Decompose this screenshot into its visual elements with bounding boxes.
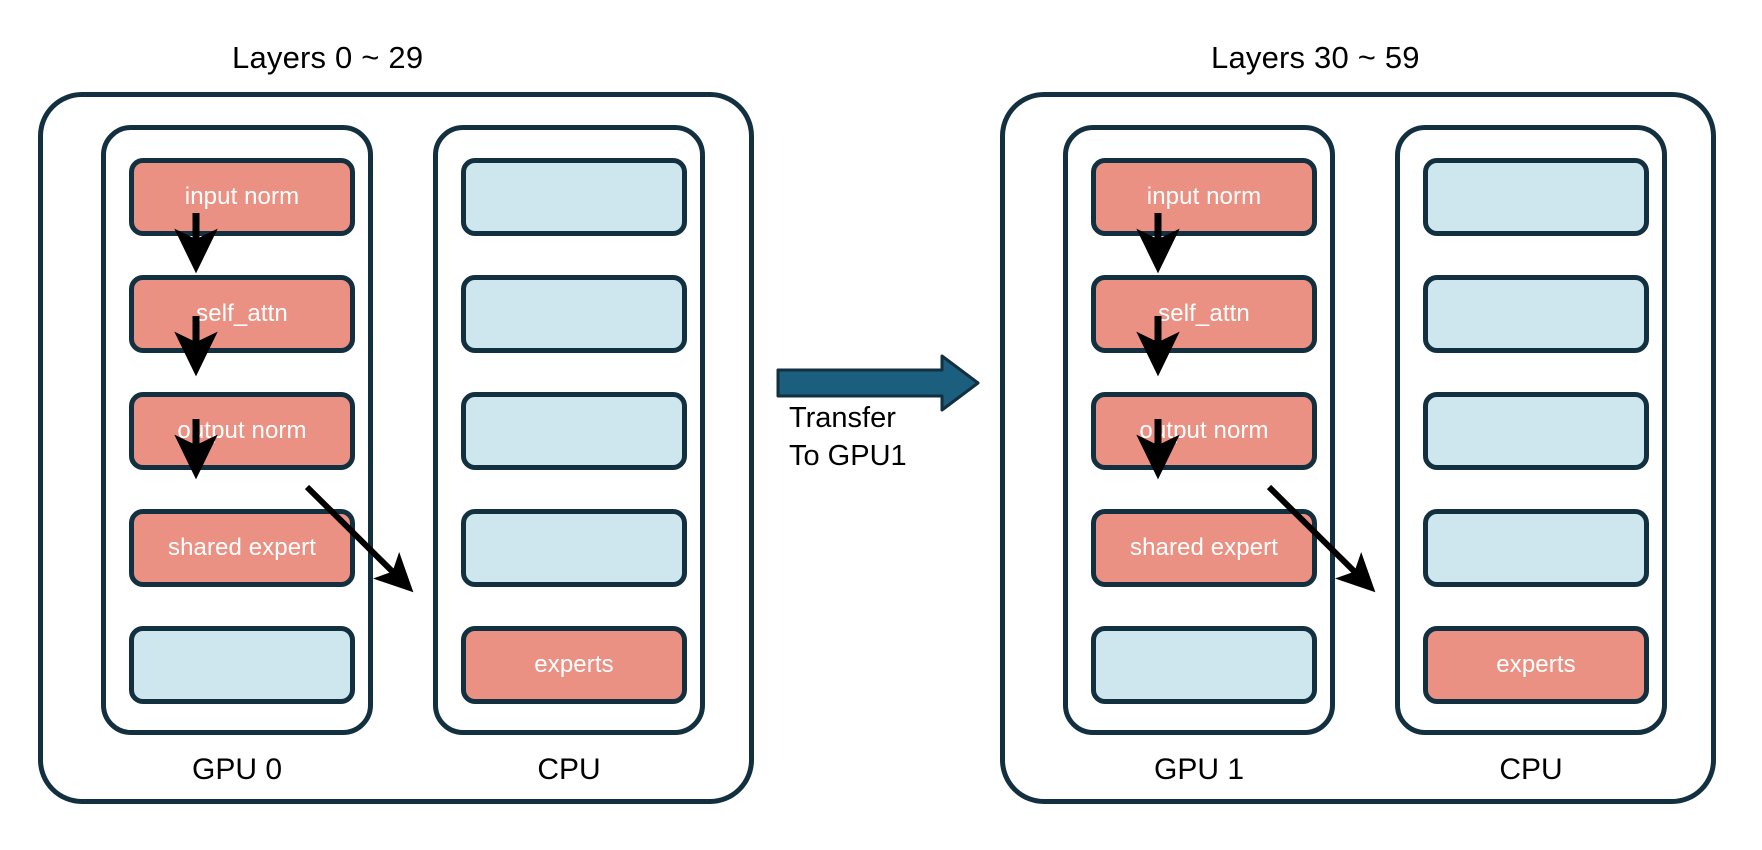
gpu0-slot-empty[interactable]	[129, 626, 355, 704]
cpu0-slot-empty-3[interactable]	[461, 392, 687, 470]
gpu1-slot-shared-expert[interactable]: shared expert	[1091, 509, 1317, 587]
gpu0-slot-input-norm[interactable]: input norm	[129, 158, 355, 236]
gpu0-label: GPU 0	[191, 753, 283, 786]
gpu1-slot-self-attn[interactable]: self_attn	[1091, 275, 1317, 353]
cpu1-label: CPU	[1499, 753, 1563, 786]
gpu0-slot-shared-expert[interactable]: shared expert	[129, 509, 355, 587]
cpu0-slot-experts[interactable]: experts	[461, 626, 687, 704]
cpu0-slot-empty-4[interactable]	[461, 509, 687, 587]
gpu1-slot-empty[interactable]	[1091, 626, 1317, 704]
device-group-left: input norm self_attn output norm shared …	[38, 92, 754, 804]
cpu1-slot-empty-3[interactable]	[1423, 392, 1649, 470]
gpu1-label: GPU 1	[1153, 753, 1245, 786]
gpu1-slot-output-norm[interactable]: output norm	[1091, 392, 1317, 470]
cpu1-column: experts	[1395, 125, 1667, 735]
group-title-right: Layers 30 ~ 59	[1211, 40, 1420, 75]
cpu1-slot-experts[interactable]: experts	[1423, 626, 1649, 704]
cpu1-slot-empty-2[interactable]	[1423, 275, 1649, 353]
cpu0-slot-empty-1[interactable]	[461, 158, 687, 236]
cpu0-label: CPU	[537, 753, 601, 786]
cpu1-slot-empty-4[interactable]	[1423, 509, 1649, 587]
gpu0-slot-output-norm[interactable]: output norm	[129, 392, 355, 470]
cpu0-slot-empty-2[interactable]	[461, 275, 687, 353]
device-group-right: input norm self_attn output norm shared …	[1000, 92, 1716, 804]
gpu0-column: input norm self_attn output norm shared …	[101, 125, 373, 735]
gpu1-column: input norm self_attn output norm shared …	[1063, 125, 1335, 735]
cpu1-slot-empty-1[interactable]	[1423, 158, 1649, 236]
gpu0-slot-self-attn[interactable]: self_attn	[129, 275, 355, 353]
cpu0-column: experts	[433, 125, 705, 735]
group-title-left: Layers 0 ~ 29	[232, 40, 424, 75]
transfer-label: Transfer To GPU1	[789, 402, 907, 472]
gpu1-slot-input-norm[interactable]: input norm	[1091, 158, 1317, 236]
